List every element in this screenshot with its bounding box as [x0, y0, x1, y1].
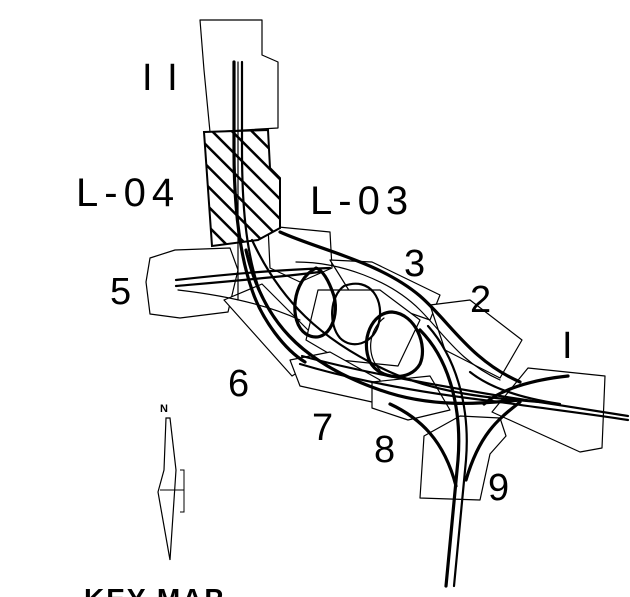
- north-arrow-label: N: [160, 403, 168, 415]
- sheet-outlines: [145, 19, 606, 501]
- sheet-11-outline[interactable]: [199, 19, 279, 133]
- sheet-5-outline[interactable]: [145, 247, 239, 319]
- northeast-connector: [468, 370, 562, 406]
- south-alignment-east: [426, 324, 468, 588]
- label-sheet-8[interactable]: 8: [374, 429, 397, 471]
- south-alignment-west: [418, 328, 461, 588]
- southwest-ramp: [388, 402, 458, 488]
- label-sheet-9[interactable]: 9: [488, 467, 511, 509]
- southeast-ramp: [464, 400, 522, 482]
- sheet-labels: I I L-04 L-03 3 2 I 5 6 7 8 9: [76, 57, 575, 509]
- sheet-2-outline[interactable]: [429, 299, 523, 379]
- label-sheet-2[interactable]: 2: [470, 279, 493, 321]
- key-map-title: KEY MAP: [84, 583, 225, 597]
- west-spur-return: [177, 289, 301, 321]
- north-arrow: N: [157, 403, 185, 561]
- label-sheet-l03[interactable]: L-03: [310, 179, 414, 223]
- curve-southeast-outer: [244, 248, 522, 406]
- label-sheet-6[interactable]: 6: [228, 363, 251, 405]
- label-sheet-l04[interactable]: L-04: [76, 171, 180, 215]
- loop-right-inner: [370, 317, 385, 371]
- label-sheet-7[interactable]: 7: [312, 407, 335, 449]
- main-alignment-west: [232, 60, 307, 364]
- label-sheet-5[interactable]: 5: [110, 271, 133, 313]
- east-west-trunk-north: [300, 354, 630, 418]
- loop-left: [293, 266, 337, 339]
- label-sheet-11[interactable]: I I: [142, 57, 180, 99]
- label-sheet-1[interactable]: I: [562, 325, 575, 367]
- west-spur-north: [174, 266, 332, 282]
- north-arrow-needle-icon: [157, 417, 177, 561]
- west-spur-south: [174, 270, 322, 288]
- north-arrow-scale-icon: [180, 469, 185, 513]
- upper-arc: [278, 230, 522, 384]
- road-network: [174, 60, 630, 588]
- east-ramp: [482, 374, 570, 406]
- curve-southeast-inner: [250, 238, 542, 404]
- east-west-trunk-south: [298, 362, 630, 422]
- upper-arc-inner: [295, 261, 501, 381]
- label-sheet-3[interactable]: 3: [404, 243, 427, 285]
- sheet-1-outline[interactable]: [491, 367, 606, 453]
